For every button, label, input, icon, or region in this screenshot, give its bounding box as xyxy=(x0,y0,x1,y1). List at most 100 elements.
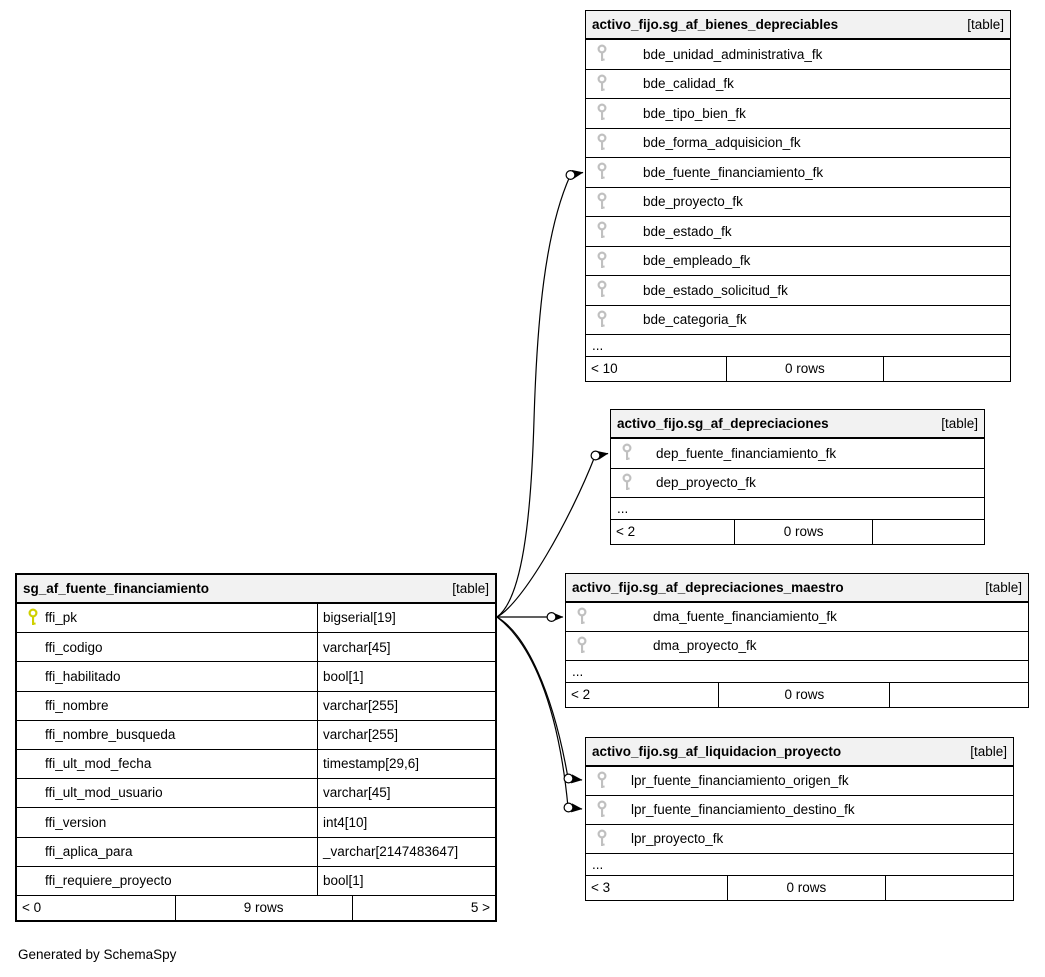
table-title[interactable]: activo_fijo.sg_af_depreciaciones_maestro xyxy=(572,579,844,595)
table-sg-af-fuente-financiamiento[interactable]: sg_af_fuente_financiamiento [table] ffi_pk… xyxy=(15,573,497,922)
table-header: activo_fijo.sg_af_liquidacion_proyecto[t… xyxy=(586,738,1013,766)
table-footer: < 3 0 rows xyxy=(586,875,1013,900)
footer-parent-count: < 2 xyxy=(616,524,636,540)
footer-row-count: 9 rows xyxy=(174,895,352,920)
column-name: ffi_ult_mod_fecha xyxy=(45,756,152,772)
column-name: bde_estado_solicitud_fk xyxy=(643,282,788,298)
foreign-key-icon xyxy=(576,636,653,656)
column-name: bde_forma_adquisicion_fk xyxy=(643,135,801,150)
table-type-badge: [table] xyxy=(967,16,1004,32)
column-row: lpr_proyecto_fk xyxy=(586,824,1013,853)
foreign-key-icon xyxy=(596,221,643,241)
column-row: ffi_codigo varchar[45] xyxy=(17,632,495,662)
table-header: sg_af_fuente_financiamiento [table] xyxy=(17,575,495,603)
foreign-key-icon xyxy=(596,74,643,94)
column-row: ffi_nombre_busqueda varchar[255] xyxy=(17,719,495,749)
column-type: varchar[45] xyxy=(317,633,495,662)
more-columns-ellipsis: ... xyxy=(586,334,1010,356)
footer-parent-count: < 0 xyxy=(22,900,42,916)
footer-row-count: 0 rows xyxy=(718,683,889,707)
column-row: bde_estado_fk xyxy=(586,216,1010,246)
foreign-key-icon xyxy=(596,192,643,212)
footer-parent-count: < 2 xyxy=(571,687,591,703)
column-row: ffi_ult_mod_usuario varchar[45] xyxy=(17,778,495,808)
primary-key-icon xyxy=(27,608,45,628)
column-name: ffi_aplica_para xyxy=(45,843,133,859)
foreign-key-icon xyxy=(596,103,643,123)
column-name: bde_estado_fk xyxy=(643,223,732,239)
footer-parent-count: < 3 xyxy=(591,880,611,896)
column-name: bde_empleado_fk xyxy=(643,253,751,268)
column-row: bde_calidad_fk xyxy=(586,68,1010,99)
column-row: bde_empleado_fk xyxy=(586,245,1010,276)
column-name: ffi_codigo xyxy=(45,639,103,655)
column-row: bde_forma_adquisicion_fk xyxy=(586,127,1010,158)
column-name: bde_fuente_financiamiento_fk xyxy=(643,164,824,180)
column-row: dma_proyecto_fk xyxy=(566,631,1028,660)
column-row: dep_proyecto_fk xyxy=(611,467,984,498)
table-title[interactable]: activo_fijo.sg_af_liquidacion_proyecto xyxy=(592,743,842,759)
column-name: ffi_version xyxy=(45,814,107,830)
column-row: ffi_nombre varchar[255] xyxy=(17,690,495,720)
footer-child-count xyxy=(872,520,984,544)
foreign-key-icon xyxy=(596,251,643,271)
column-row: bde_proyecto_fk xyxy=(586,186,1010,217)
table-title[interactable]: activo_fijo.sg_af_bienes_depreciables xyxy=(592,16,839,32)
foreign-key-icon xyxy=(596,162,643,182)
column-name: dma_fuente_financiamiento_fk xyxy=(653,609,837,625)
relationship-connector-bienes-depreciables xyxy=(496,175,571,618)
footer-row-count: 0 rows xyxy=(726,876,885,900)
table-title[interactable]: sg_af_fuente_financiamiento xyxy=(23,580,210,596)
table-title[interactable]: activo_fijo.sg_af_depreciaciones xyxy=(617,415,829,431)
column-name: ffi_habilitado xyxy=(45,668,121,684)
column-type: varchar[45] xyxy=(317,779,495,808)
foreign-key-icon xyxy=(596,829,631,849)
footer-parent-count: < 10 xyxy=(591,361,618,377)
table-footer: < 10 0 rows xyxy=(586,356,1010,381)
column-name: ffi_nombre xyxy=(45,697,109,713)
table-type-badge: [table] xyxy=(941,415,978,431)
foreign-key-icon xyxy=(596,310,643,330)
column-name: ffi_pk xyxy=(45,610,78,626)
column-type: bool[1] xyxy=(317,662,495,691)
more-columns-ellipsis: ... xyxy=(611,497,984,519)
column-row: bde_unidad_administrativa_fk xyxy=(586,39,1010,69)
column-name: bde_unidad_administrativa_fk xyxy=(643,46,823,62)
column-name: dma_proyecto_fk xyxy=(653,638,757,654)
column-row: ffi_aplica_para _varchar[2147483647] xyxy=(17,836,495,866)
column-name: lpr_fuente_financiamiento_destino_fk xyxy=(631,802,855,818)
foreign-key-icon xyxy=(621,443,656,463)
column-row: ffi_habilitado bool[1] xyxy=(17,661,495,691)
column-type: varchar[255] xyxy=(317,691,495,720)
column-name: ffi_nombre_busqueda xyxy=(45,727,176,743)
table-activo-fijo-sg-af-depreciaciones[interactable]: activo_fijo.sg_af_depreciaciones [table] d… xyxy=(610,409,985,545)
more-columns-ellipsis: ... xyxy=(586,853,1013,875)
footer-child-count xyxy=(889,683,1028,707)
foreign-key-icon xyxy=(596,133,643,153)
table-activo-fijo-sg-af-depreciaciones-maestro[interactable]: activo_fijo.sg_af_depreciaciones_maestro… xyxy=(565,573,1029,708)
column-type: _varchar[2147483647] xyxy=(317,837,495,866)
footer-row-count: 0 rows xyxy=(725,357,883,381)
column-name: lpr_fuente_financiamiento_origen_fk xyxy=(631,773,849,789)
table-type-badge: [table] xyxy=(985,579,1022,595)
footer-child-count xyxy=(882,357,1010,381)
column-row: ffi_ult_mod_fecha timestamp[29,6] xyxy=(17,748,495,779)
footer-row-count: 0 rows xyxy=(734,520,872,544)
column-name: dep_proyecto_fk xyxy=(656,475,756,490)
column-type: timestamp[29,6] xyxy=(317,749,495,779)
column-row: bde_fuente_financiamiento_fk xyxy=(586,157,1010,187)
table-footer: < 2 0 rows xyxy=(611,519,984,544)
table-activo-fijo-sg-af-liquidacion-proyecto[interactable]: activo_fijo.sg_af_liquidacion_proyecto[t… xyxy=(585,737,1014,901)
column-type: varchar[255] xyxy=(317,720,495,749)
column-row: bde_categoria_fk xyxy=(586,304,1010,335)
table-activo-fijo-sg-af-bienes-depreciables[interactable]: activo_fijo.sg_af_bienes_depreciables [ta… xyxy=(585,10,1011,382)
foreign-key-icon xyxy=(621,473,656,493)
column-row: lpr_fuente_financiamiento_origen_fk xyxy=(586,766,1013,795)
table-header: activo_fijo.sg_af_depreciaciones_maestro… xyxy=(566,574,1028,602)
column-name: ffi_ult_mod_usuario xyxy=(45,785,163,801)
column-row: lpr_fuente_financiamiento_destino_fk xyxy=(586,795,1013,824)
table-type-badge: [table] xyxy=(452,580,489,596)
relationship-connector-liquidacion-destino xyxy=(496,616,569,808)
